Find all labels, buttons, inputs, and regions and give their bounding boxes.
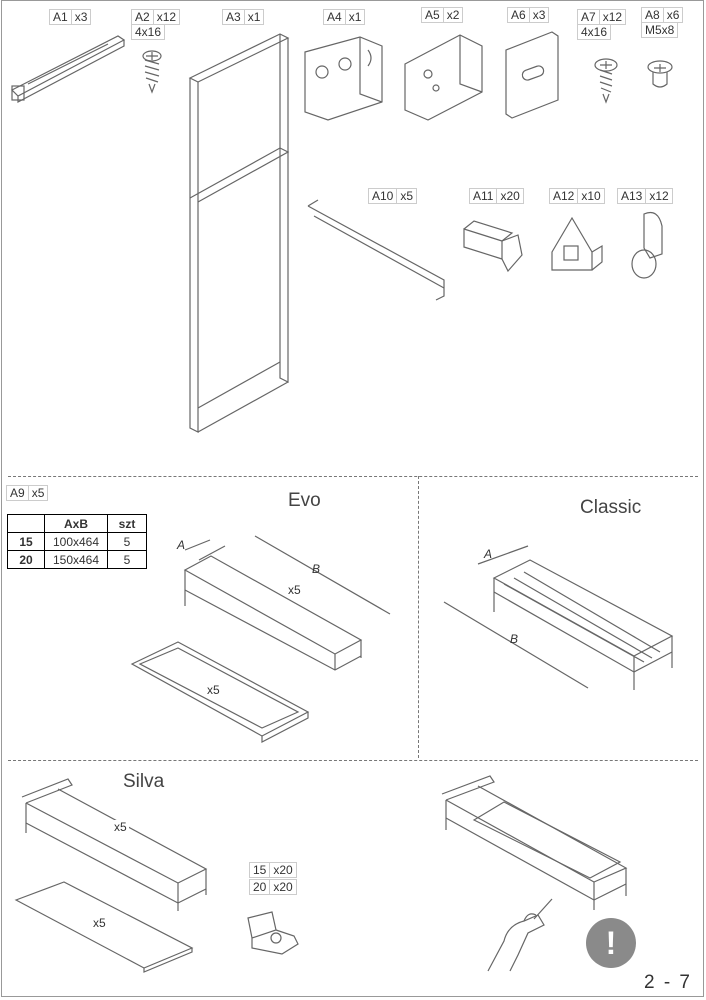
silva-shelf-qty: x5 <box>91 916 108 930</box>
evo-tray-drawing <box>130 641 310 743</box>
table-cell-dims: 100x464 <box>44 532 108 551</box>
evo-basket-qty: x5 <box>286 583 303 597</box>
screw-a7-drawing <box>594 58 618 104</box>
evo-dim-b: B <box>312 562 321 576</box>
screw-a2-drawing <box>142 50 162 94</box>
part-spec-a2: 4x16 <box>131 25 166 40</box>
silva-assembled-drawing <box>441 775 628 910</box>
screw-a8-drawing <box>647 60 673 88</box>
table-cell-size: 20 <box>7 550 45 569</box>
classic-basket-drawing <box>443 545 674 690</box>
size-table-header-szt: szt <box>107 514 147 533</box>
size-table: AxB szt 15 100x464 5 20 150x464 5 <box>7 514 147 569</box>
bracket-a4-drawing <box>304 36 383 121</box>
rod-a10-drawing <box>307 199 445 301</box>
frame-a3-drawing <box>188 33 290 433</box>
page-number: 2 - 7 <box>643 972 692 993</box>
evo-dim-a: A <box>177 538 186 552</box>
size-table-header-empty <box>7 514 45 533</box>
evo-tray-qty: x5 <box>205 683 222 697</box>
classic-dim-a: A <box>484 547 493 561</box>
evo-basket-drawing <box>183 535 391 671</box>
divider-horizontal-top <box>8 476 698 477</box>
table-cell-count: 5 <box>107 532 147 551</box>
hand-screwdriver-icon <box>487 898 553 972</box>
table-cell-count: 5 <box>107 550 147 569</box>
silva-basket-drawing <box>21 778 208 911</box>
silva-shelf-drawing <box>14 881 194 973</box>
divider-horizontal-bottom <box>8 760 698 761</box>
hook-a13-drawing <box>631 211 663 279</box>
size-table-header-axb: AxB <box>44 514 108 533</box>
section-title-classic: Classic <box>580 497 642 518</box>
bracket-a5-drawing <box>404 34 483 121</box>
table-cell-size: 15 <box>7 532 45 551</box>
silva-basket-qty: x5 <box>112 820 129 834</box>
section-title-evo: Evo <box>288 490 321 511</box>
exclamation-icon: ! <box>586 918 636 968</box>
connector-a11-drawing <box>463 220 523 273</box>
clip-drawing <box>247 911 299 955</box>
part-spec-a7: 4x16 <box>577 25 612 40</box>
part-spec-a8: M5x8 <box>641 23 679 38</box>
table-cell-dims: 150x464 <box>44 550 108 569</box>
table-row: 20 150x464 5 <box>7 550 147 569</box>
classic-dim-b: B <box>510 632 519 646</box>
plate-a6-drawing <box>505 31 559 119</box>
divider-vertical <box>418 476 419 758</box>
bracket-a12-drawing <box>551 216 603 271</box>
section-title-silva: Silva <box>123 771 165 792</box>
table-row: 15 100x464 5 <box>7 532 147 551</box>
runner-drawing <box>10 35 126 103</box>
